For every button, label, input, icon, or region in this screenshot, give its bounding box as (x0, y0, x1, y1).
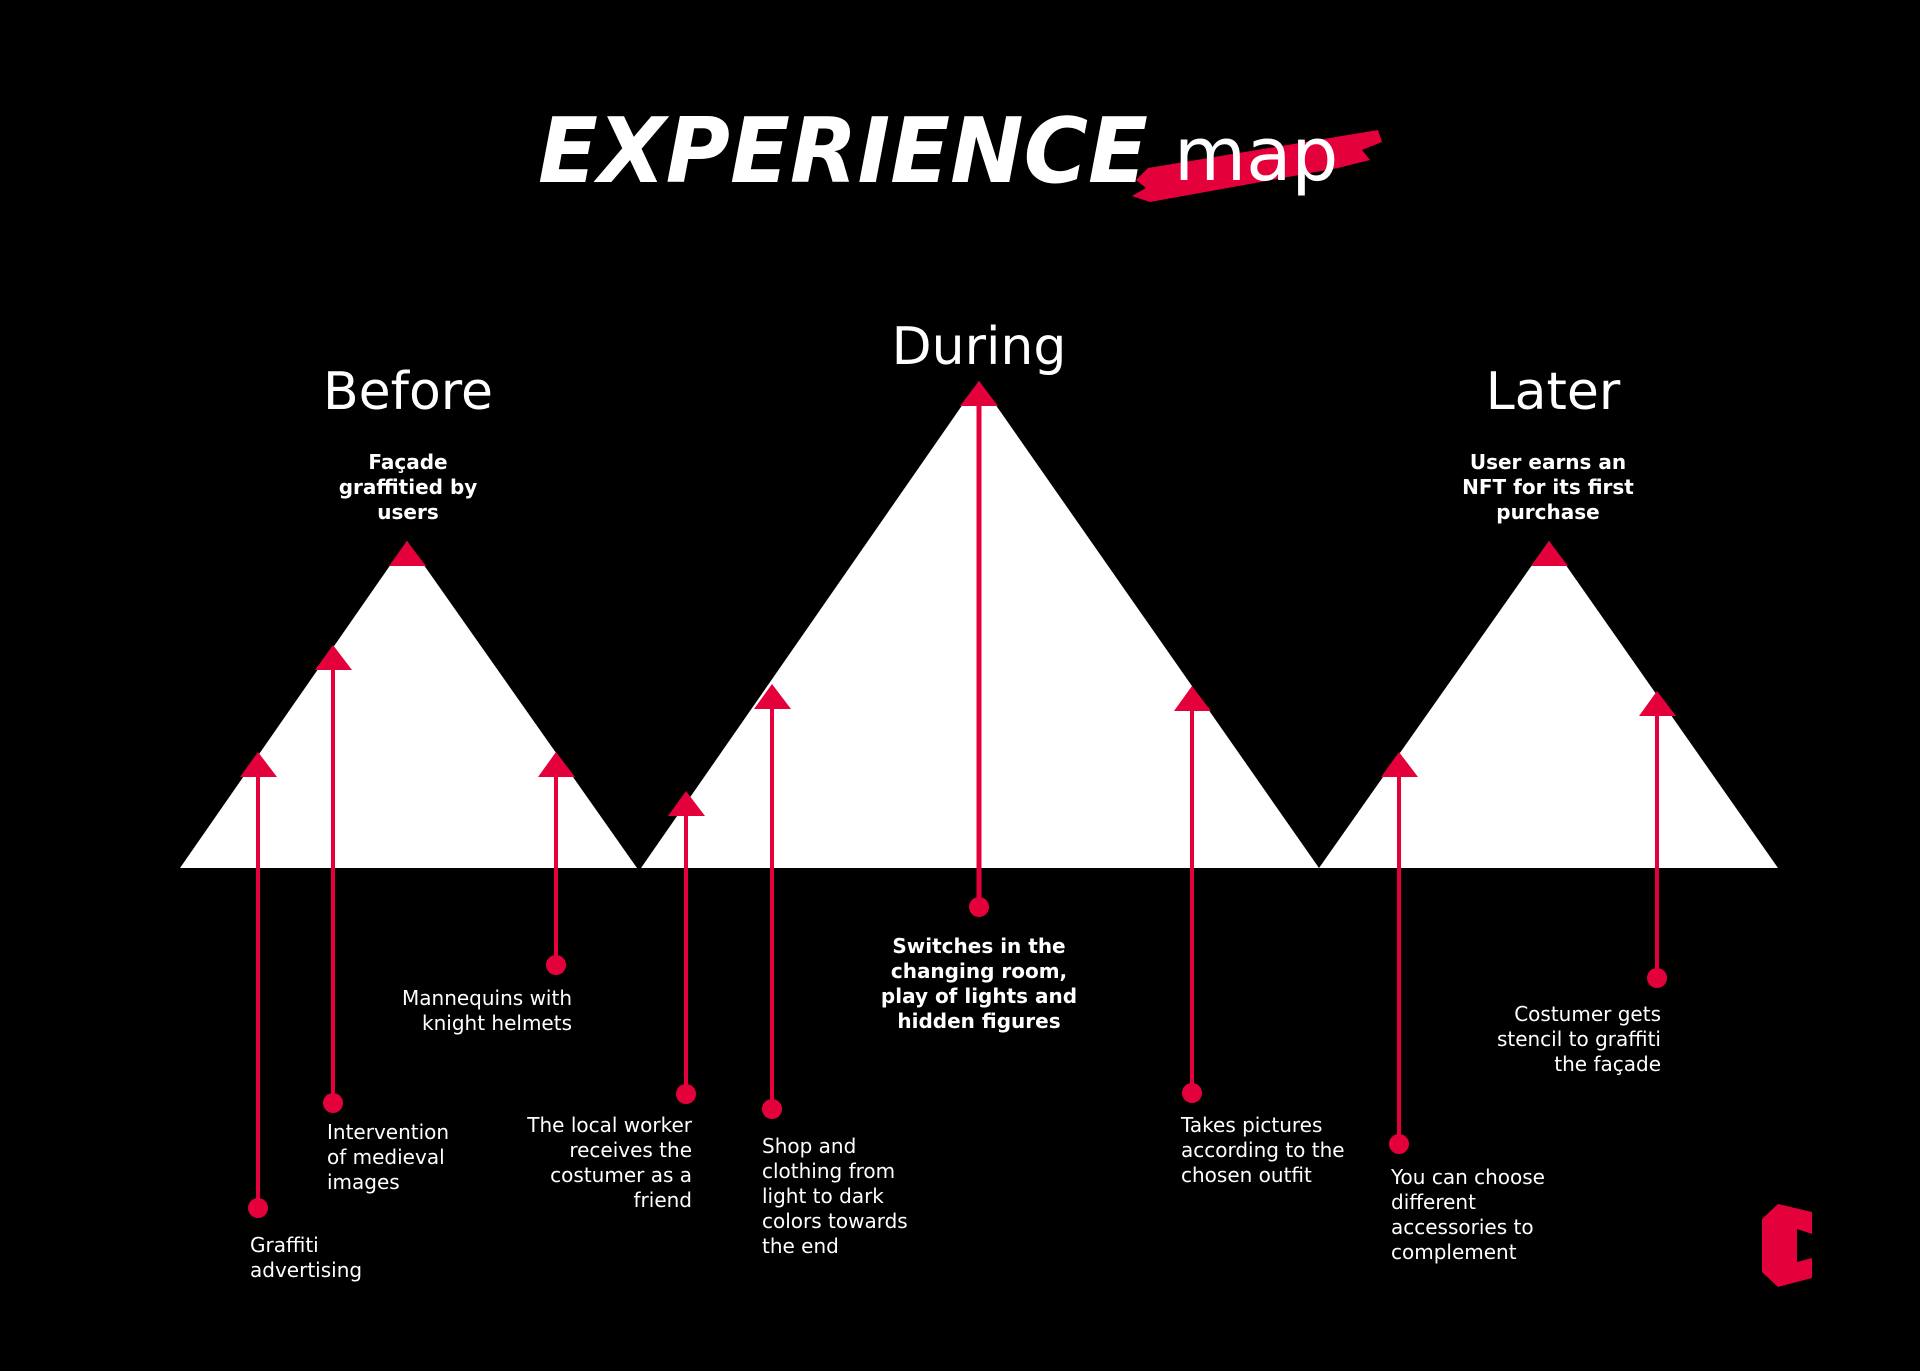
label-later-accessories: You can choose different accessories to … (1391, 1165, 1545, 1264)
touchpoint-dot (323, 1093, 343, 1113)
arrow-head-icon (1639, 691, 1676, 716)
peak-cap-later (1531, 541, 1568, 566)
mountain-later (1319, 541, 1778, 868)
label-before-medieval: Intervention of medieval images (327, 1120, 450, 1194)
touchpoint-later-stencil (1639, 691, 1676, 988)
touchpoint-later-accessories (1381, 752, 1418, 1154)
mountain-before (180, 541, 637, 868)
touchpoint-dot (1647, 968, 1667, 988)
label-during-pictures: Takes pictures according to the chosen o… (1181, 1113, 1345, 1187)
title-sub: map (1174, 112, 1338, 198)
touchpoint-during-peak (960, 381, 998, 917)
touchpoint-during-shop (754, 684, 791, 1119)
title-group: EXPERIENCE map (538, 99, 1382, 204)
label-before-mannequins: Mannequins with knight helmets (402, 986, 572, 1035)
arrow-head-icon (315, 645, 352, 670)
arrow-head-icon (960, 381, 998, 406)
phase-label-during: During (892, 317, 1067, 377)
label-during-worker: The local worker receives the costumer a… (527, 1113, 692, 1212)
touchpoint-dot (248, 1198, 268, 1218)
label-before-peak: Façade graffitied by users (338, 450, 478, 524)
touchpoint-dot (969, 897, 989, 917)
touchpoint-dot (1389, 1134, 1409, 1154)
title-main: EXPERIENCE (538, 99, 1148, 204)
touchpoint-dot (546, 955, 566, 975)
arrow-head-icon (240, 752, 277, 777)
phase-label-later: Later (1486, 362, 1621, 422)
touchpoint-dot (1182, 1083, 1202, 1103)
touchpoint-during-worker (668, 791, 705, 1104)
label-during-peak: Switches in the changing room, play of l… (880, 934, 1078, 1033)
label-during-shop: Shop and clothing from light to dark col… (762, 1134, 908, 1258)
touchpoint-before-mannequins (538, 752, 575, 975)
label-later-stencil: Costumer gets stencil to graffiti the fa… (1496, 1002, 1661, 1076)
red-brush-stroke (1132, 130, 1382, 202)
arrow-head-icon (538, 752, 575, 777)
brand-c-logo-icon (1762, 1204, 1812, 1287)
touchpoint-before-medieval (315, 645, 352, 1113)
touchpoint-before-graffiti (240, 752, 277, 1218)
arrow-head-icon (1381, 752, 1418, 777)
arrow-head-icon (668, 791, 705, 816)
label-later-peak: User earns an NFT for its first purchase (1462, 450, 1634, 524)
peak-cap-before (389, 541, 426, 566)
arrow-head-icon (754, 684, 791, 709)
arrow-head-icon (1174, 686, 1211, 711)
label-before-graffiti: Graffiti advertising (250, 1233, 363, 1282)
touchpoint-dot (762, 1099, 782, 1119)
touchpoint-during-pictures (1174, 686, 1211, 1103)
touchpoint-dot (676, 1084, 696, 1104)
phase-label-before: Before (323, 362, 493, 422)
